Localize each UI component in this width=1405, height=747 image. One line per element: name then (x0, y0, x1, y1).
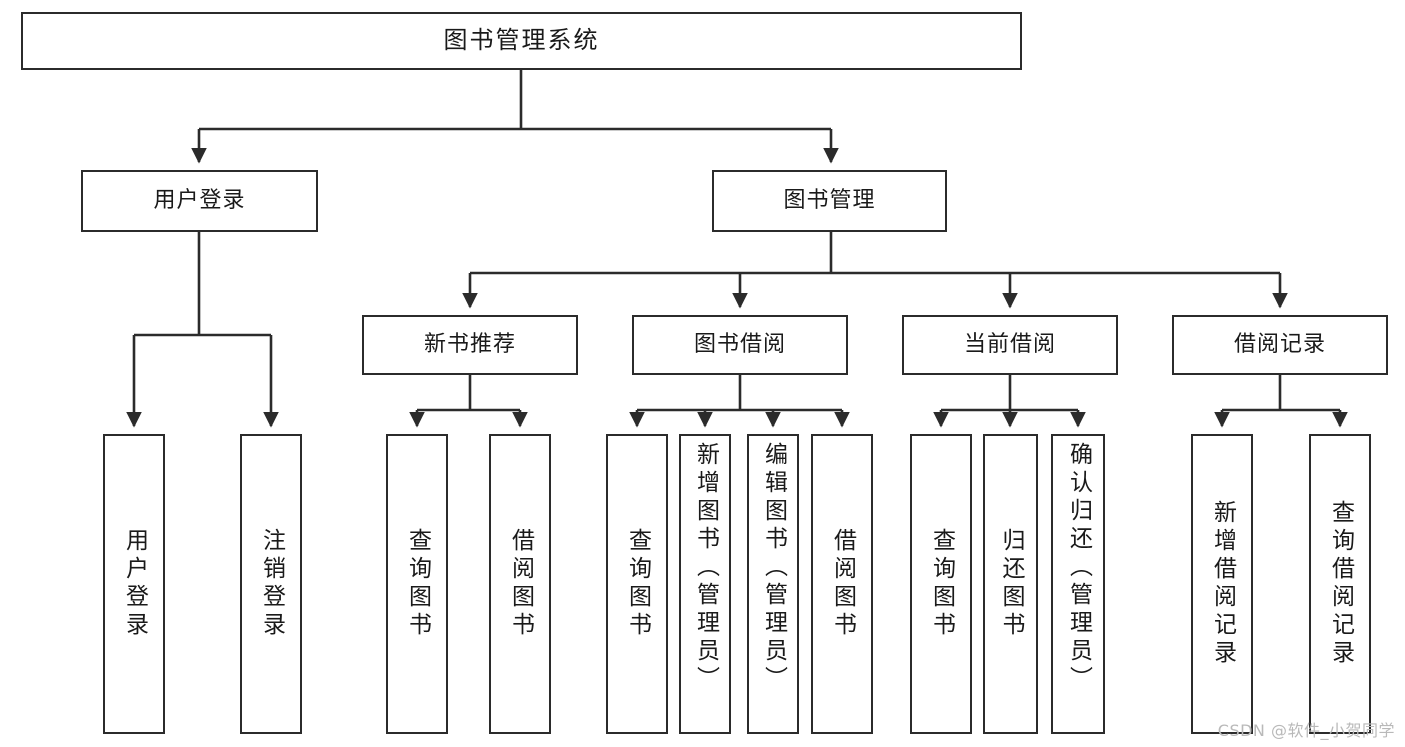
node-leaf-query-book-2-label: 查询图书 (624, 528, 651, 640)
node-root[interactable]: 图书管理系统 (21, 12, 1022, 70)
node-borrow-record-label: 借阅记录 (1233, 332, 1326, 358)
node-user-login-label: 用户登录 (153, 188, 246, 214)
node-leaf-edit-book-label: 编辑图书（管理员） (760, 442, 787, 694)
node-book-manage-label: 图书管理 (783, 188, 876, 214)
node-book-borrow-label: 图书借阅 (693, 332, 786, 358)
node-borrow-record[interactable]: 借阅记录 (1172, 315, 1388, 375)
node-leaf-query-record-label: 查询借阅记录 (1327, 500, 1354, 668)
node-leaf-query-record[interactable]: 查询借阅记录 (1309, 434, 1371, 734)
node-leaf-borrow-book-2-label: 借阅图书 (829, 528, 856, 640)
node-leaf-add-book[interactable]: 新增图书（管理员） (679, 434, 731, 734)
node-leaf-query-book-1-label: 查询图书 (404, 528, 431, 640)
node-new-book-recommend-label: 新书推荐 (423, 332, 516, 358)
node-leaf-borrow-book-1[interactable]: 借阅图书 (489, 434, 551, 734)
watermark: CSDN @软件_小贺同学 (1217, 721, 1395, 740)
node-leaf-return-book[interactable]: 归还图书 (983, 434, 1038, 734)
node-leaf-edit-book[interactable]: 编辑图书（管理员） (747, 434, 799, 734)
node-leaf-query-book-1[interactable]: 查询图书 (386, 434, 448, 734)
node-new-book-recommend[interactable]: 新书推荐 (362, 315, 578, 375)
node-book-manage[interactable]: 图书管理 (712, 170, 947, 232)
node-current-borrow[interactable]: 当前借阅 (902, 315, 1118, 375)
node-user-login[interactable]: 用户登录 (81, 170, 318, 232)
node-leaf-user-login-label: 用户登录 (121, 528, 148, 640)
node-leaf-user-logout[interactable]: 注销登录 (240, 434, 302, 734)
node-leaf-borrow-book-1-label: 借阅图书 (507, 528, 534, 640)
node-root-label: 图书管理系统 (443, 26, 600, 55)
node-leaf-user-logout-label: 注销登录 (258, 528, 285, 640)
node-leaf-borrow-book-2[interactable]: 借阅图书 (811, 434, 873, 734)
node-leaf-query-book-3-label: 查询图书 (928, 528, 955, 640)
node-leaf-confirm-return[interactable]: 确认归还（管理员） (1051, 434, 1105, 734)
node-leaf-add-record-label: 新增借阅记录 (1209, 500, 1236, 668)
node-leaf-add-book-label: 新增图书（管理员） (692, 442, 719, 694)
node-leaf-return-book-label: 归还图书 (998, 528, 1024, 640)
node-current-borrow-label: 当前借阅 (963, 332, 1056, 358)
node-book-borrow[interactable]: 图书借阅 (632, 315, 848, 375)
node-leaf-confirm-return-label: 确认归还（管理员） (1065, 442, 1092, 694)
node-leaf-user-login[interactable]: 用户登录 (103, 434, 165, 734)
node-leaf-query-book-2[interactable]: 查询图书 (606, 434, 668, 734)
node-leaf-add-record[interactable]: 新增借阅记录 (1191, 434, 1253, 734)
node-leaf-query-book-3[interactable]: 查询图书 (910, 434, 972, 734)
